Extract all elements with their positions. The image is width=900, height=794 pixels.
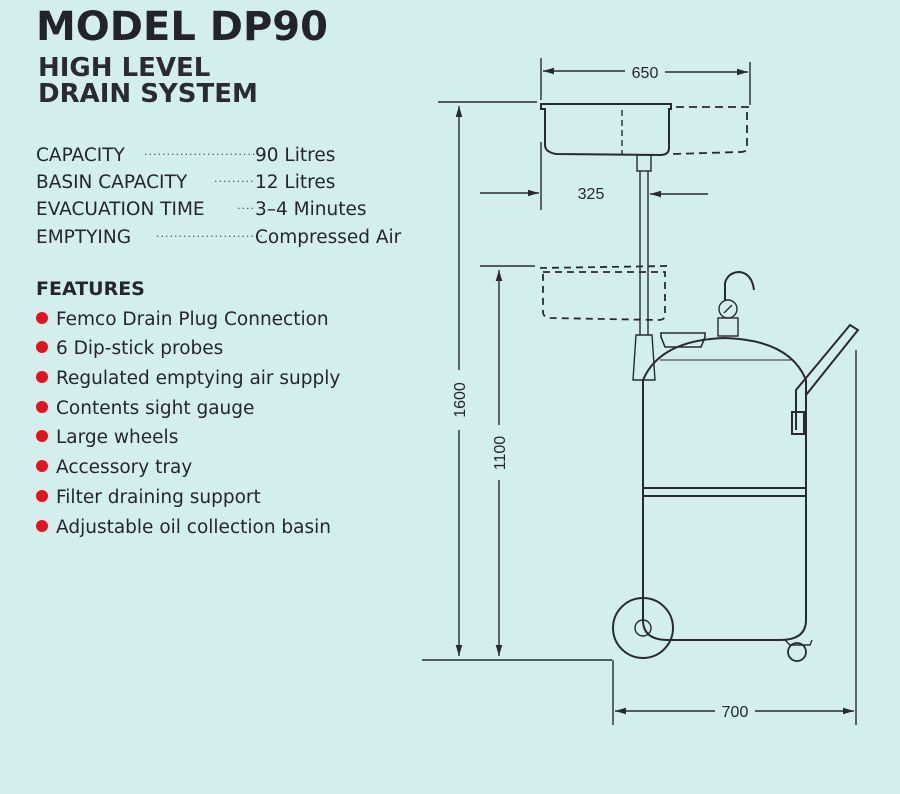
feature-text: Adjustable oil collection basin [56,517,332,538]
bullet-icon [36,520,48,532]
feature-item: Filter draining support [36,487,261,508]
spec-row: BASIN CAPACITY.........12 Litres [36,172,336,193]
features-heading: FEATURES [36,278,145,300]
spec-label: EMPTYING [36,227,132,248]
feature-item: Regulated emptying air supply [36,368,340,389]
feature-text: Large wheels [56,427,179,448]
bullet-icon [36,312,48,324]
feature-item: Adjustable oil collection basin [36,517,331,538]
model-title: MODEL DP90 [36,4,328,50]
dim-label-700: 700 [722,704,749,721]
bullet-icon [36,371,48,383]
large-wheel [612,597,674,659]
feature-item: Accessory tray [36,457,192,478]
spec-label: BASIN CAPACITY [36,172,188,193]
feature-item: Large wheels [36,427,178,448]
spec-row: EVACUATION TIME....3–4 Minutes [36,199,367,220]
subtitle-line-2: DRAIN SYSTEM [38,79,258,109]
bullet-icon [36,341,48,353]
spec-value: 90 Litres [255,145,336,166]
dimension-1600: 1600 [438,101,537,656]
feature-text: Accessory tray [56,457,193,478]
accessory-tray [660,332,706,348]
spec-label: CAPACITY [36,145,125,166]
feature-text: 6 Dip-stick probes [56,338,224,359]
dim-label-1600: 1600 [452,382,469,418]
bullet-icon [36,401,48,413]
castor-wheel [784,639,813,662]
tank-handle [791,323,860,435]
upper-basin [540,103,749,157]
spec-value: 12 Litres [255,172,336,193]
bullet-icon [36,460,48,472]
bullet-icon [36,490,48,502]
bullet-icon [36,430,48,442]
lower-basin-position [539,265,669,321]
spec-label: EVACUATION TIME [36,199,205,220]
dim-label-650: 650 [632,65,659,82]
dimension-700: 700 [612,350,857,725]
subtitle-line-1: HIGH LEVEL [38,53,211,83]
spec-value: 3–4 Minutes [255,199,367,220]
dimension-1100: 1100 [480,265,535,656]
air-regulator-gauge [717,270,755,337]
drain-pipe [632,154,656,381]
dimension-325: 325 [480,142,708,210]
dim-label-325: 325 [578,186,605,203]
spec-row: EMPTYING........................Compress… [36,227,402,248]
feature-text: Filter draining support [56,487,261,508]
feature-text: Femco Drain Plug Connection [56,309,329,330]
dimension-650: 650 [540,58,751,105]
feature-text: Regulated emptying air supply [56,368,341,389]
dim-label-1100: 1100 [492,436,509,471]
oil-tank [642,336,807,641]
feature-item: Contents sight gauge [36,398,254,419]
product-subtitle: HIGH LEVEL DRAIN SYSTEM [38,55,258,107]
feature-item: 6 Dip-stick probes [36,338,223,359]
spec-value: Compressed Air [255,227,402,248]
spec-row: CAPACITY..........................90 Lit… [36,145,336,166]
feature-item: Femco Drain Plug Connection [36,309,329,330]
feature-text: Contents sight gauge [56,398,255,419]
